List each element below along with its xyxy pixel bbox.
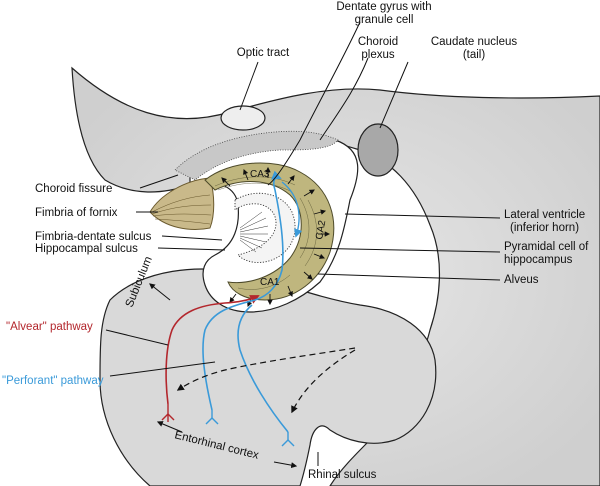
dashed-input-path-2 [291,349,356,414]
label-lateral-ventricle-1: Lateral ventricle [504,209,585,221]
label-caudate-1: Caudate nucleus [431,36,518,48]
ca3-blue-loop [281,181,303,238]
optic-tract-structure [220,105,266,131]
label-choroid-plexus-2: plexus [361,49,394,61]
label-dentate-gyrus-1: Dentate gyrus with [336,1,431,13]
alvear-neuron [161,404,175,422]
label-ca2: CA2 [314,219,328,240]
label-dentate-gyrus-2: granule cell [355,14,414,26]
label-rhinal-sulcus: Rhinal sulcus [308,469,377,481]
dentate-gyrus-structure [234,192,296,263]
label-perforant-pathway: "Perforant" pathway [2,375,104,387]
granule-cell-fan [239,211,269,253]
label-caudate-2: (tail) [463,49,486,61]
choroid-plexus-structure [174,130,339,181]
perforant-pathway [202,170,284,411]
label-ca1: CA1 [260,277,280,288]
label-lateral-ventricle-2: (inferior horn) [510,222,579,234]
label-alvear-pathway: "Alvear" pathway [6,321,93,333]
label-choroid-fissure: Choroid fissure [35,183,112,195]
hippocampus-body [204,162,335,301]
label-choroid-plexus-1: Choroid [358,36,398,48]
subiculum-arrow [149,283,171,301]
dashed-input-path [176,347,356,391]
hippocampus-striations [214,176,317,290]
caudate-nucleus-structure [357,123,399,177]
alvear-pathway [165,295,260,405]
leader-lines [105,21,501,466]
label-hippocampal-sulcus: Hippocampal sulcus [35,243,138,255]
label-fimbria-dentate: Fimbria-dentate sulcus [35,231,152,243]
label-pyramidal-2: hippocampus [504,254,573,266]
fimbria-structure [149,177,215,230]
label-ca3: CA3 [250,169,270,180]
perforant-pathway-branch [237,304,289,433]
entorhinal-arrow-left [156,421,183,433]
label-optic-tract: Optic tract [237,47,290,59]
label-pyramidal-1: Pyramidal cell of [504,241,589,253]
entorhinal-arrow-right [273,461,298,469]
label-alveus: Alveus [504,274,539,286]
label-fimbria-fornix: Fimbria of fornix [35,207,118,219]
perforant-neurons [205,410,295,447]
